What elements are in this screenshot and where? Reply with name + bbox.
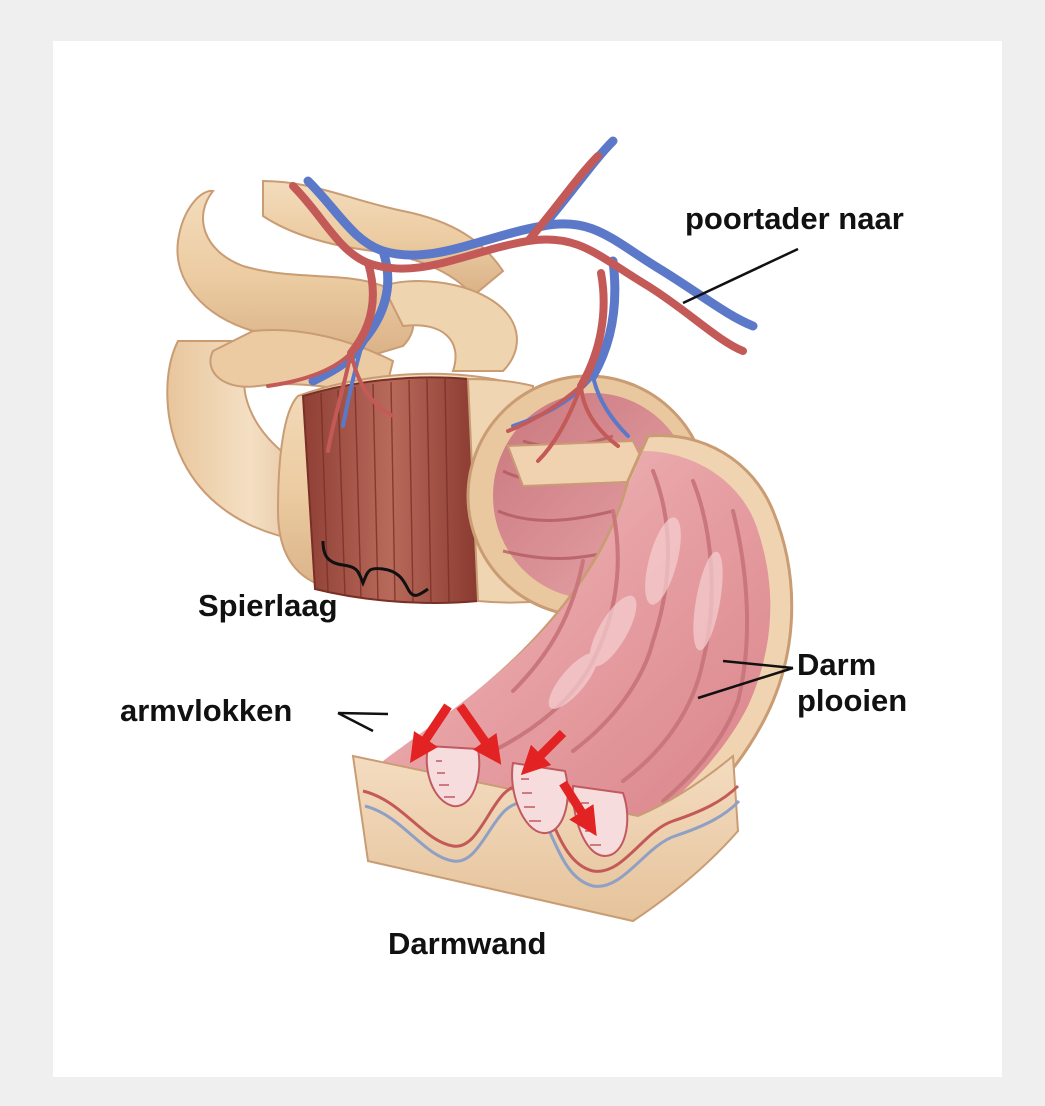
label-spierlaag: Spierlaag bbox=[198, 588, 338, 624]
red-arrow-icon bbox=[563, 783, 589, 824]
label-darmwand: Darmwand bbox=[388, 926, 546, 962]
red-arrow-icon bbox=[460, 706, 493, 753]
diagram-panel: poortader naar Spierlaag Darm plooien ar… bbox=[53, 41, 1002, 1077]
label-darmvlokken: armvlokken bbox=[120, 693, 292, 729]
label-darmplooien-line1: Darm bbox=[797, 647, 907, 683]
red-arrow-icon bbox=[531, 733, 563, 765]
label-darmplooien: Darm plooien bbox=[797, 647, 907, 718]
label-poortader: poortader naar bbox=[685, 201, 904, 237]
label-darmplooien-line2: plooien bbox=[797, 683, 907, 719]
red-arrow-icon bbox=[418, 706, 448, 751]
arrow-layer bbox=[53, 41, 1002, 1077]
